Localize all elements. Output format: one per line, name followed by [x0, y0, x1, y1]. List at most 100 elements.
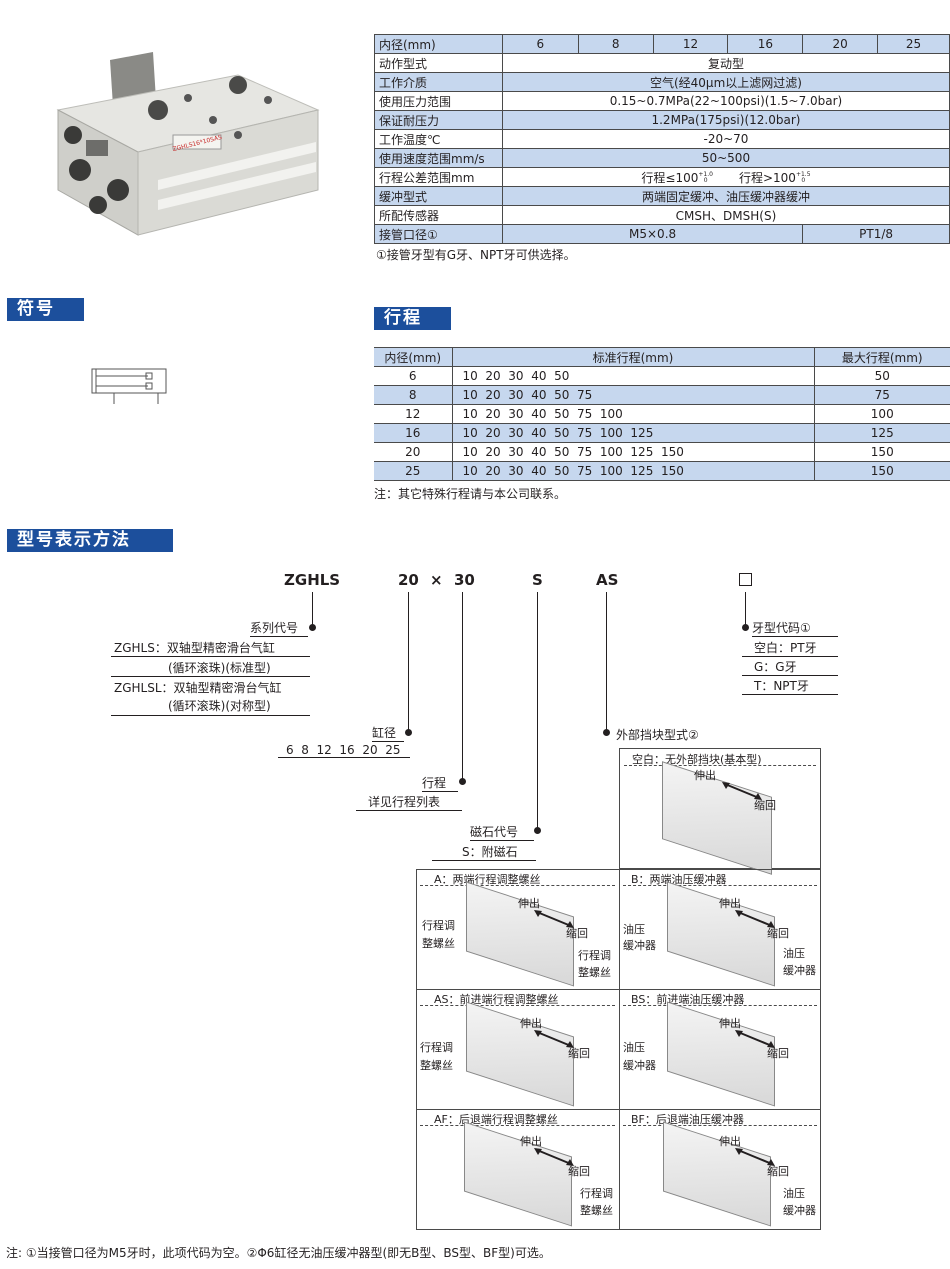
tolerance-a-sup: +1.0 [698, 171, 713, 178]
connector-bore [408, 592, 409, 733]
panel-dash [623, 885, 817, 886]
code-thread-box [739, 573, 752, 586]
right-note: 缓冲器 [783, 1204, 816, 1217]
series-item: (循环滚珠)(对称型) [168, 699, 271, 713]
stroke-max: 150 [813, 442, 950, 462]
tolerance-b: 行程>100 [738, 170, 796, 185]
panel-title: BF：后退端油压缓冲器 [631, 1113, 744, 1126]
grid-hline [416, 989, 821, 990]
stroke-bore: 8 [374, 385, 452, 405]
extend-label: 伸出 [520, 1135, 542, 1148]
spec-label: 工作介质 [374, 72, 503, 92]
code-magnet: S [532, 571, 543, 589]
spec-label: 动作型式 [374, 53, 503, 73]
right-note: 油压 [783, 1187, 805, 1200]
extend-label: 伸出 [694, 769, 716, 782]
stroke-max: 150 [813, 461, 950, 481]
spec-header-cell: 6 [501, 34, 579, 54]
spec-label: 使用速度范围mm/s [374, 148, 503, 168]
panel-dash [420, 885, 615, 886]
retract-label: 缩回 [767, 1165, 789, 1178]
connector-stroke [462, 592, 463, 781]
extend-label: 伸出 [518, 897, 540, 910]
left-note: 行程调 [422, 919, 455, 932]
panel-af: AF：后退端行程调整螺丝 伸出 缩回 行程调 整螺丝 [416, 1109, 619, 1230]
double-arrow-icon [735, 909, 775, 929]
stroke-header-cell: 标准行程(mm) [451, 347, 814, 367]
retract-label: 缩回 [767, 1047, 789, 1060]
code-stroke: 30 [454, 571, 475, 589]
stroke-row: 8 10 20 30 40 50 75 75 [374, 385, 950, 405]
tolerance-a-sub: 0 [703, 177, 708, 184]
panel-title: AS：前进端行程调整螺丝 [434, 993, 559, 1006]
connector-dot [459, 778, 466, 785]
connector-thread [745, 592, 746, 627]
panel-bf: BF：后退端油压缓冲器 伸出 缩回 油压 缓冲器 [619, 1109, 821, 1230]
stroke-bore: 12 [374, 404, 452, 424]
series-divider [111, 715, 310, 716]
retract-label: 缩回 [566, 927, 588, 940]
code-stopper: AS [596, 571, 619, 589]
spec-header-cell: 内径(mm) [374, 34, 503, 54]
spec-header-row: 内径(mm) 6 8 12 16 20 25 [374, 34, 950, 54]
spec-header-cell: 25 [877, 34, 950, 54]
spec-header-cell: 8 [577, 34, 654, 54]
spec-value: 空气(经40μm以上滤网过滤) [501, 72, 950, 92]
right-note: 整螺丝 [578, 966, 611, 979]
left-note: 缓冲器 [623, 1059, 656, 1072]
spec-label: 使用压力范围 [374, 91, 503, 111]
double-arrow-icon [534, 1029, 574, 1049]
panel-title: BS：前进端油压缓冲器 [631, 993, 745, 1006]
left-note: 油压 [623, 923, 645, 936]
spec-value: 复动型 [501, 53, 950, 73]
stroke-max: 100 [813, 404, 950, 424]
left-note: 缓冲器 [623, 939, 656, 952]
spec-label: 所配传感器 [374, 205, 503, 225]
stroke-max: 75 [813, 385, 950, 405]
double-arrow-icon [722, 781, 762, 801]
connector-magnet [537, 592, 538, 831]
left-note: 行程调 [420, 1041, 453, 1054]
spec-row: 使用速度范围mm/s 50~500 [374, 148, 950, 168]
spec-row: 保证耐压力 1.2MPa(175psi)(12.0bar) [374, 110, 950, 130]
double-arrow-icon [735, 1029, 775, 1049]
magnet-label: 磁石代号 [470, 823, 534, 841]
spec-row: 动作型式 复动型 [374, 53, 950, 73]
stroke-row: 20 10 20 30 40 50 75 100 125 150 150 [374, 442, 950, 462]
double-arrow-icon [534, 909, 574, 929]
stroke-standard: 10 20 30 40 50 75 100 [451, 404, 814, 424]
thread-item: T：NPT牙 [742, 677, 838, 695]
series-label: 系列代号 [250, 619, 308, 637]
right-note: 行程调 [578, 949, 611, 962]
series-divider [111, 676, 310, 677]
bore-items: 6 8 12 16 20 25 [278, 743, 410, 758]
spec-header-cell: 12 [652, 34, 729, 54]
tolerance-b-sup: +1.5 [795, 171, 811, 178]
stroke-row: 12 10 20 30 40 50 75 100 100 [374, 404, 950, 424]
spec-value: M5×0.8 [501, 224, 804, 244]
grid-hline [416, 1109, 821, 1110]
series-item: (循环滚珠)(标准型) [168, 661, 271, 675]
panel-b: B：两端油压缓冲器 伸出 缩回 油压 缓冲器 油压 缓冲器 [619, 869, 821, 989]
code-bore: 20 [398, 571, 419, 589]
thread-item: G：G牙 [742, 658, 838, 676]
model-section-title: 型号表示方法 [7, 529, 173, 552]
panel-dash [623, 1125, 817, 1126]
panel-dash [623, 1005, 817, 1006]
stroke-standard: 10 20 30 40 50 75 100 125 [451, 423, 814, 443]
spec-row: 所配传感器 CMSH、DMSH(S) [374, 205, 950, 225]
connector-dot [742, 624, 749, 631]
extend-label: 伸出 [719, 1135, 741, 1148]
extend-label: 伸出 [719, 1017, 741, 1030]
panel-dash [420, 1005, 615, 1006]
panel-a: A：两端行程调整螺丝 伸出 缩回 行程调 整螺丝 行程调 整螺丝 [416, 869, 619, 989]
connector-dot [309, 624, 316, 631]
tolerance-a: 行程≤100 [641, 170, 699, 185]
left-note: 整螺丝 [422, 937, 455, 950]
spec-value: CMSH、DMSH(S) [501, 205, 950, 225]
stroke-standard: 10 20 30 40 50 [451, 366, 814, 386]
right-note: 行程调 [580, 1187, 613, 1200]
product-photo [38, 40, 328, 250]
